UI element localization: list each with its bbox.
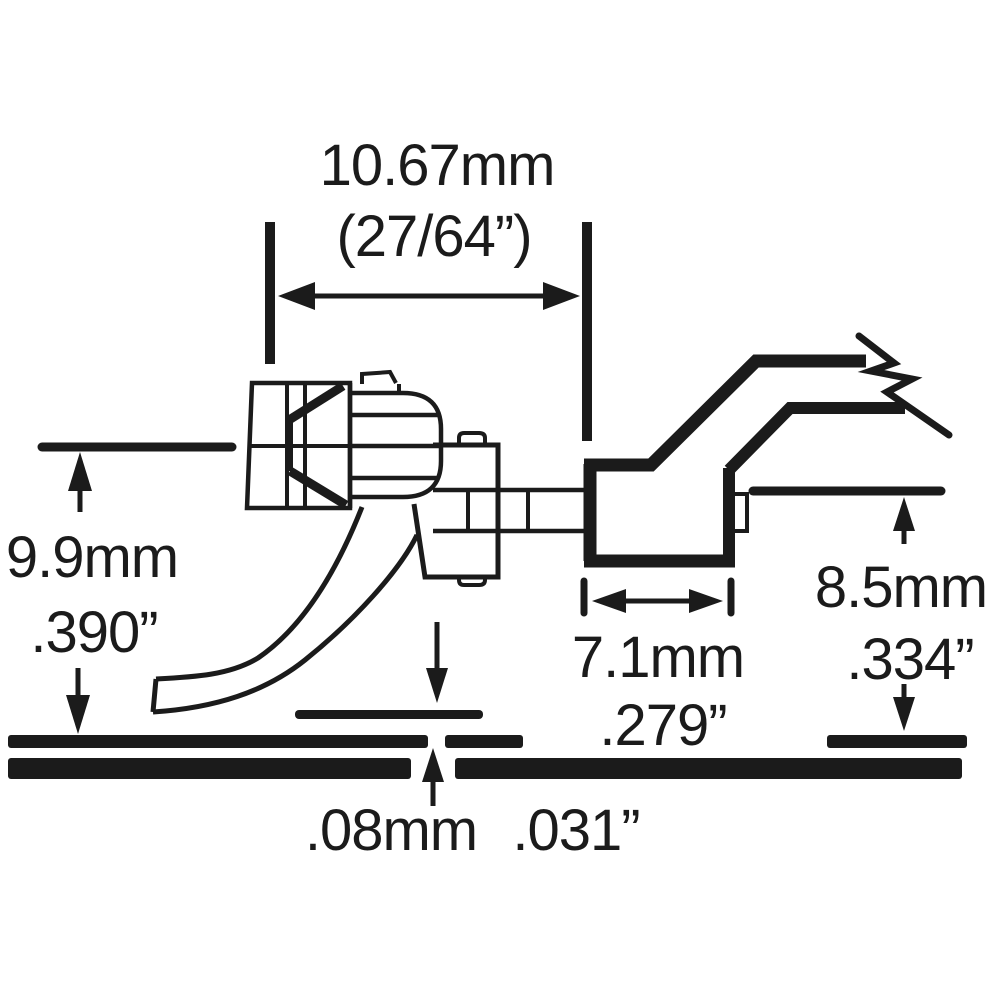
arm-inner-edge	[724, 402, 905, 475]
railhead-middle-segment	[445, 735, 523, 748]
rail-base-right-segment	[455, 758, 962, 779]
dim-box-metric-label: 7.1mm	[572, 625, 744, 690]
trip-pin-outer-edge	[155, 506, 365, 682]
mounting-block	[411, 431, 585, 587]
knuckle-upper-jaw	[286, 382, 346, 424]
coupler-head	[244, 380, 353, 511]
dim-top-metric-label: 10.67mm	[320, 133, 555, 198]
arrowhead-up-icon	[893, 497, 915, 531]
coupler-body	[347, 369, 444, 508]
trip-pin-inner-edge	[152, 533, 420, 715]
knuckle-lower-jaw	[287, 467, 349, 509]
dimension-left-height: 9.9mm .390”	[6, 442, 237, 734]
dimension-top-span: 10.67mm (27/64”)	[265, 133, 592, 441]
trip-pin-clearance-line	[295, 710, 483, 719]
draft-gear-box	[583, 332, 953, 568]
dim-left-imperial-label: .390”	[30, 600, 157, 665]
arm-outer-edge	[584, 354, 866, 472]
rail-base-left-segment	[8, 758, 411, 779]
dimension-rail-clearance: .08mm .031”	[305, 622, 641, 863]
dim-left-metric-label: 9.9mm	[6, 525, 178, 590]
dim-clearance-imperial-label: .031”	[512, 798, 639, 863]
dim-right-imperial-label: .334”	[846, 627, 973, 692]
block-outline	[411, 442, 501, 580]
arrowhead-down-icon	[66, 695, 90, 734]
block-top-tab	[457, 431, 487, 445]
arrowhead-up-icon	[422, 748, 444, 782]
arrowhead-left-icon	[592, 589, 626, 613]
railhead-left-segment	[8, 735, 428, 748]
arrowhead-down-icon	[426, 668, 448, 703]
dim-right-metric-label: 8.5mm	[815, 555, 987, 620]
arrowhead-right-icon	[543, 282, 580, 310]
arrowhead-down-icon	[893, 697, 915, 731]
arrowhead-up-icon	[68, 452, 92, 491]
dim-top-imperial-label: (27/64”)	[336, 204, 531, 269]
track-rails	[8, 710, 967, 779]
body-top-tab	[360, 369, 398, 384]
arrowhead-right-icon	[689, 589, 723, 613]
trip-pin	[150, 506, 420, 715]
railhead-right-segment	[827, 735, 967, 748]
trip-pin-end-cap	[150, 678, 159, 713]
box-side-tab	[735, 492, 749, 533]
arrowhead-left-icon	[278, 282, 315, 310]
dimension-box-length: 7.1mm .279”	[572, 577, 745, 758]
dimension-right-height: 8.5mm .334”	[748, 486, 988, 731]
dim-clearance-metric-label: .08mm	[305, 798, 477, 863]
break-symbol-icon	[855, 332, 953, 439]
dim-box-imperial-label: .279”	[599, 693, 726, 758]
block-bottom-tab	[457, 577, 487, 587]
